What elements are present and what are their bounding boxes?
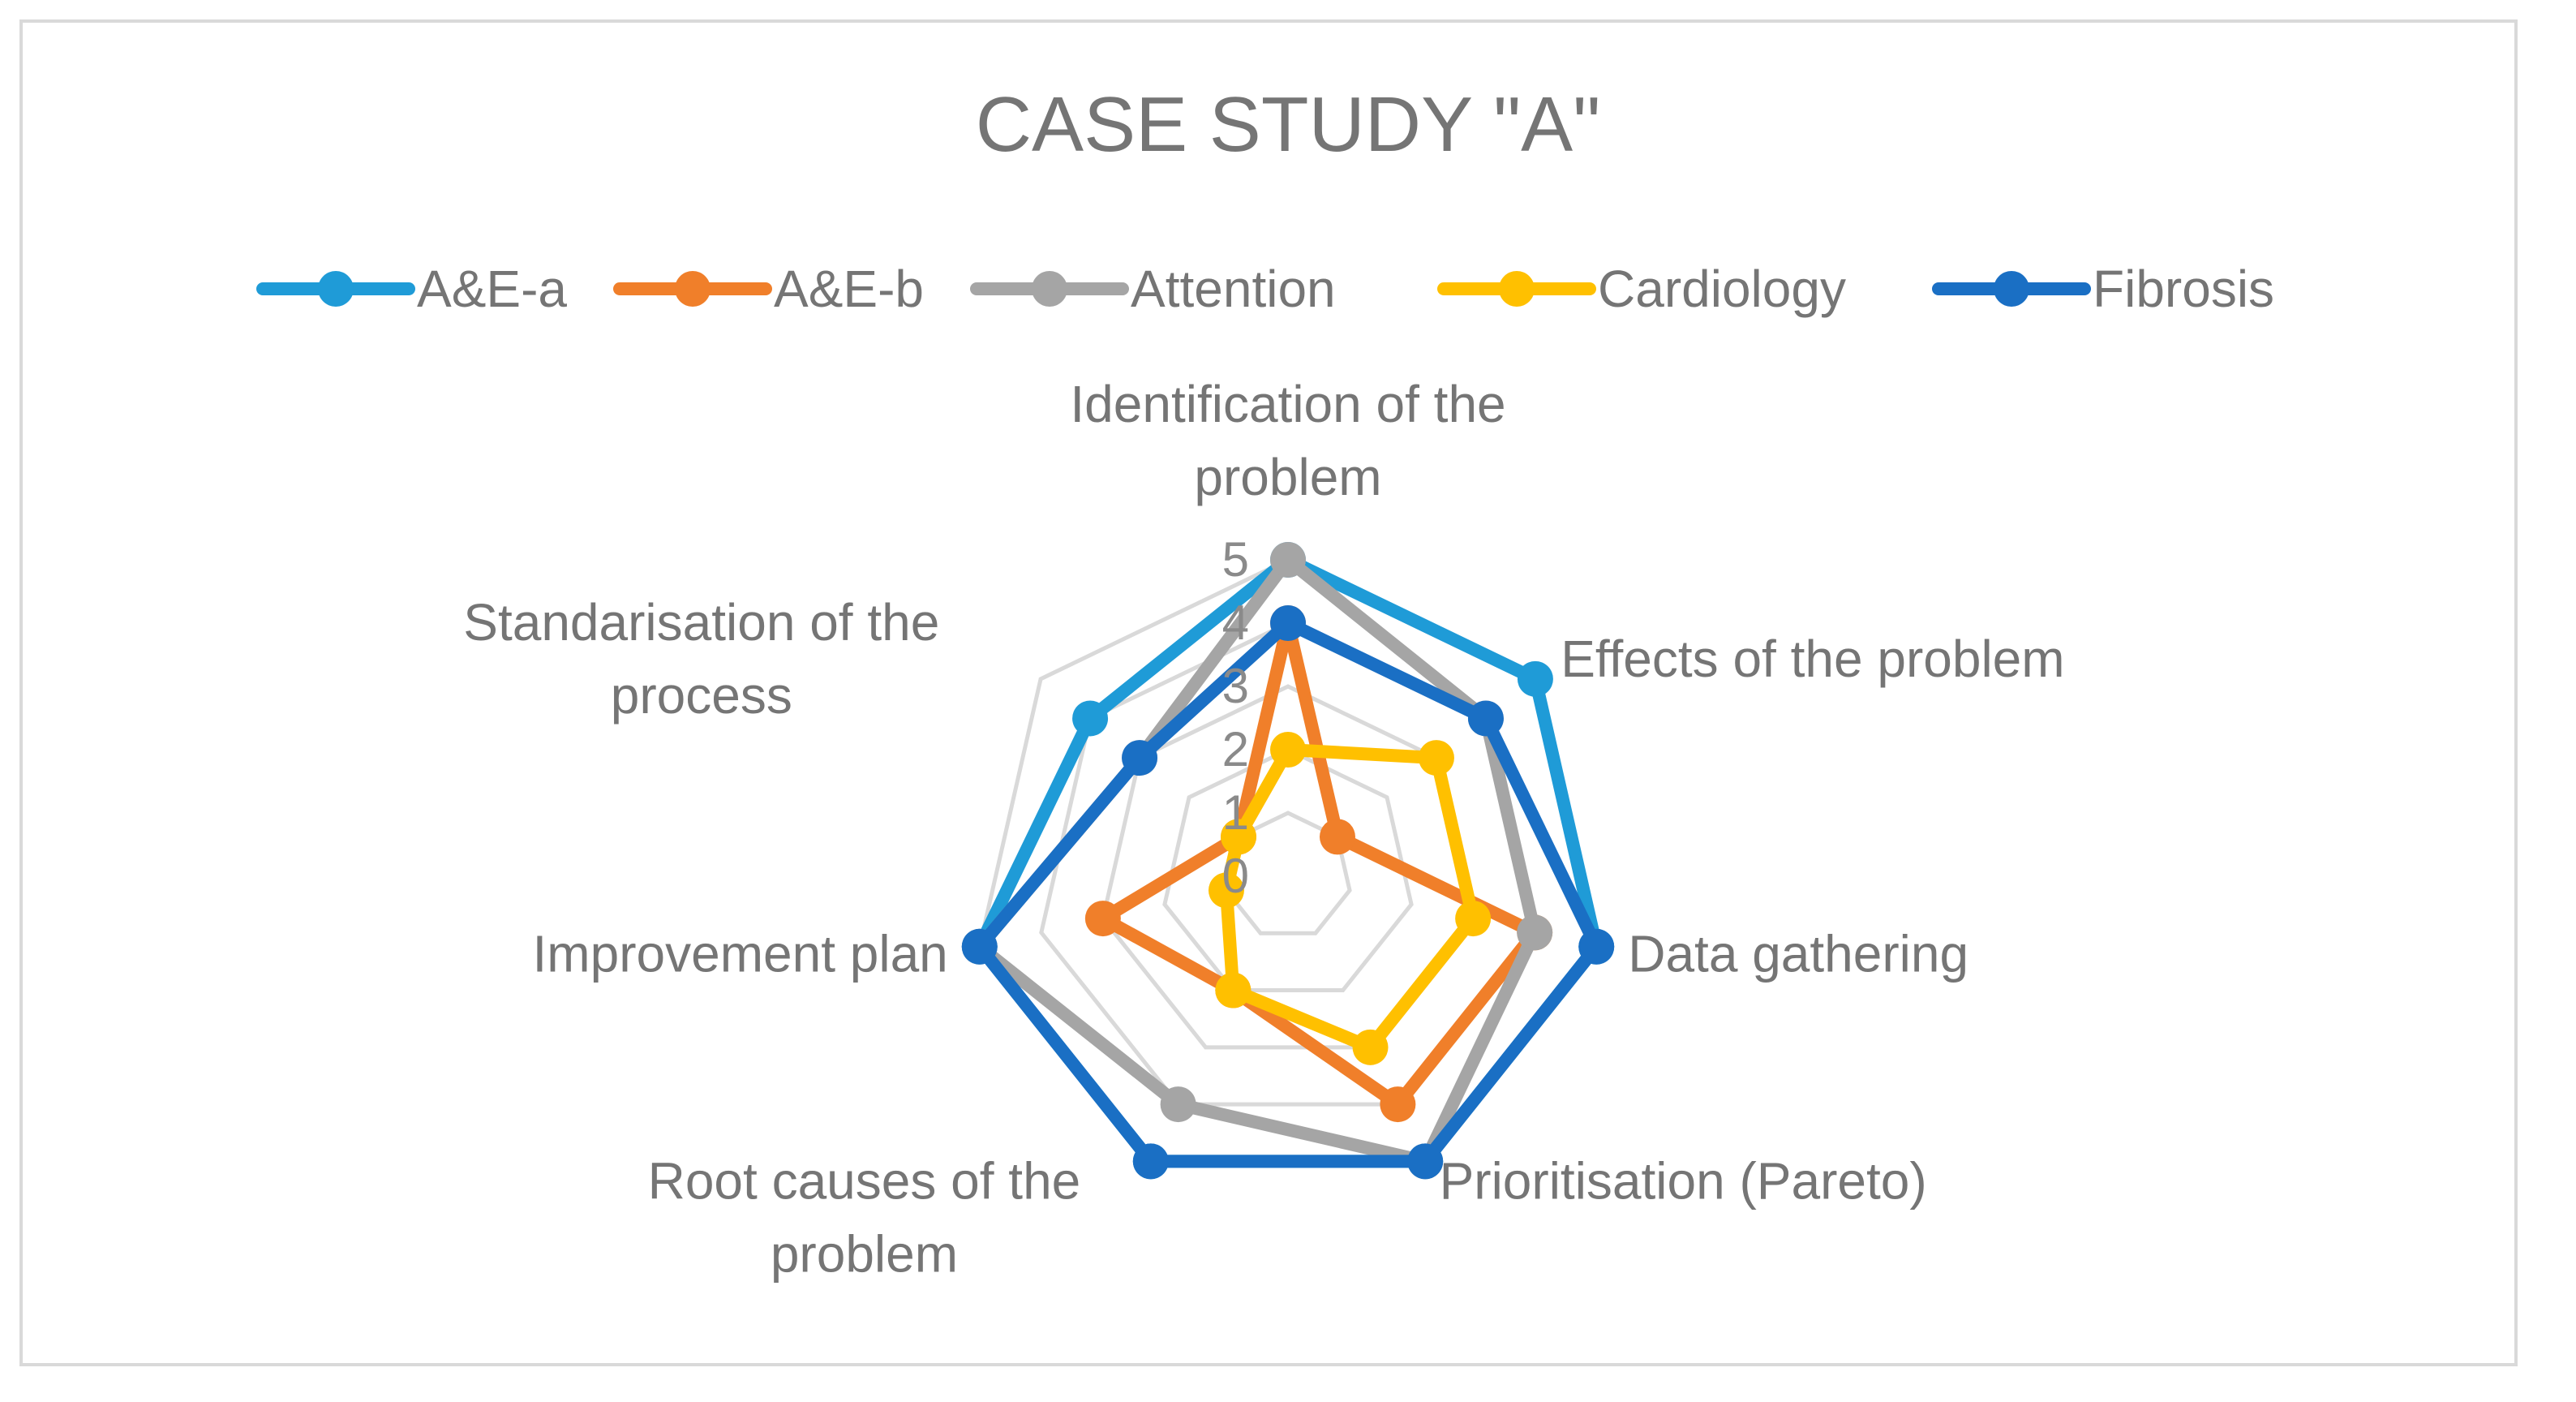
axis-label-line: problem [1194,448,1381,506]
data-point [1380,1086,1416,1123]
data-point [1455,901,1492,937]
data-point [1270,542,1306,578]
tick-label: 4 [1222,596,1249,650]
axis-label-line: Prioritisation (Pareto) [1440,1151,1927,1210]
axis-label-line: process [611,666,792,725]
axis-label-line: Improvement plan [533,925,948,983]
axis-label: Standarisation of the process [463,593,939,725]
legend-item: Attention [970,260,1336,318]
axis-label-line: Identification of the [1070,375,1505,433]
data-point [1517,660,1553,697]
data-point [1270,605,1306,641]
data-point [1122,740,1158,776]
legend-marker [1032,271,1067,307]
series-3 [1208,732,1492,1065]
series-layer [961,542,1615,1180]
tick-label: 2 [1222,722,1249,776]
tick-labels: 0 1 2 3 4 5 [1222,532,1249,903]
data-point [1578,928,1615,965]
legend-label: Cardiology [1598,260,1846,318]
legend-marker [1994,271,2029,307]
legend-marker [318,271,354,307]
axis-label-line: Root causes of the [648,1151,1081,1210]
legend-marker [675,271,711,307]
legend-label: A&E-b [774,260,924,318]
chart-title: CASE STUDY "A" [976,81,1601,168]
data-point [1319,819,1355,855]
axis-label: Root causes of the problem [648,1151,1081,1283]
data-point [1072,700,1109,737]
tick-label: 0 [1222,849,1249,903]
data-point [1215,972,1252,1008]
data-point [1221,819,1257,855]
legend-marker [1499,271,1535,307]
data-point [1270,732,1306,768]
data-point [961,928,998,965]
axis-label: Identification of the problem [1070,375,1505,506]
series-4 [961,605,1615,1180]
axis-label-line: problem [771,1224,958,1283]
legend-label: Attention [1131,260,1336,318]
axis-label: Improvement plan [533,925,948,983]
data-point [1208,872,1244,909]
tick-label: 3 [1222,659,1249,713]
series-line [1219,743,1480,1054]
data-point [1084,901,1121,937]
data-point [1132,1143,1169,1180]
legend-item: A&E-a [256,260,567,318]
data-point [1418,740,1454,776]
legend-label: Fibrosis [2093,260,2274,318]
data-point [1517,914,1553,951]
series-line [1096,617,1542,1112]
axis-label: Data gathering [1628,925,1968,983]
legend-label: A&E-a [417,260,567,318]
axis-label: Prioritisation (Pareto) [1440,1151,1927,1210]
axis-label-line: Data gathering [1628,925,1968,983]
axis-label-line: Effects of the problem [1561,630,2064,688]
data-point [1467,700,1504,737]
axis-label: Effects of the problem [1561,630,2064,688]
data-point [1352,1029,1389,1065]
data-point [1407,1143,1444,1180]
tick-label: 5 [1222,532,1249,587]
axis-label-line: Standarisation of the [463,593,939,652]
data-point [1160,1086,1196,1123]
legend-item: Fibrosis [1932,260,2274,318]
legend-item: A&E-b [613,260,924,318]
legend-item: Cardiology [1437,260,1846,318]
series-line [972,617,1604,1168]
grid-ring-2 [1162,747,1414,993]
tick-label: 1 [1222,785,1249,840]
legend: A&E-a A&E-b Attention Cardiology Fibrosis [256,260,2274,318]
